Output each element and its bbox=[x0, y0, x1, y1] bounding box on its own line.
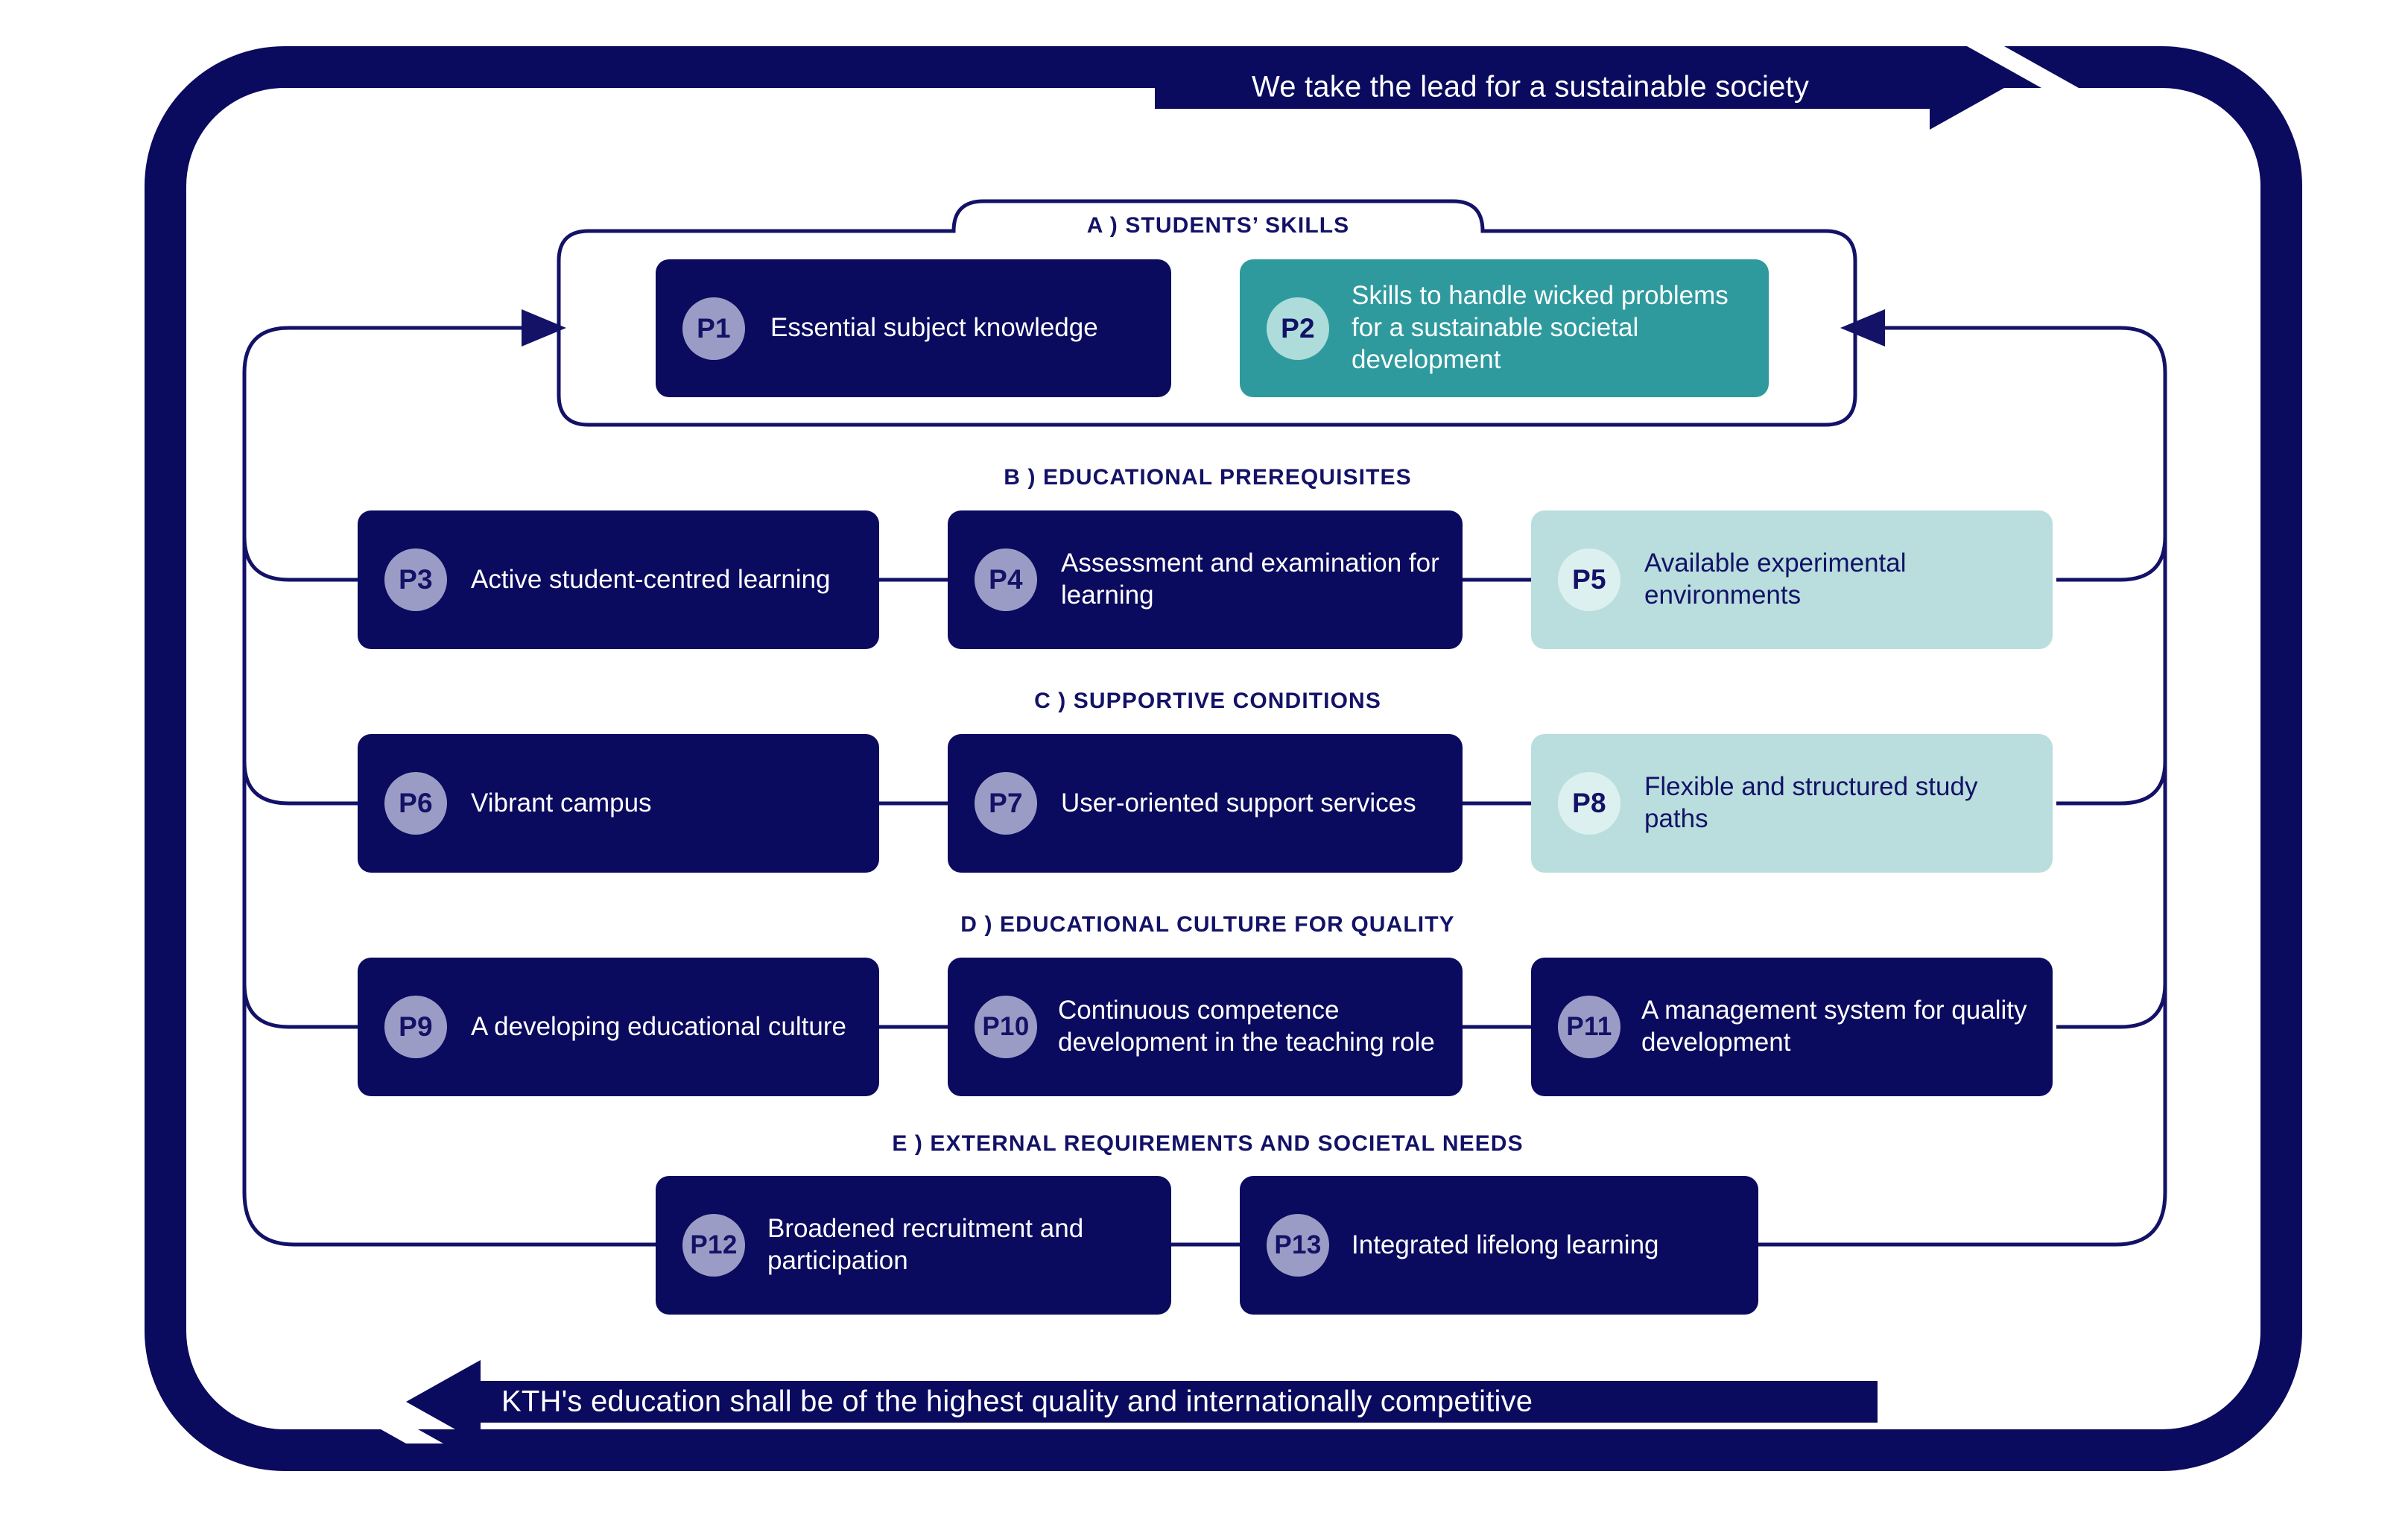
right-flow-arrowhead bbox=[1840, 309, 1885, 347]
badge-p13: P13 bbox=[1267, 1214, 1329, 1277]
card-p5[interactable]: P5 Available experimental environments bbox=[1531, 510, 2053, 649]
badge-p4: P4 bbox=[975, 548, 1037, 611]
badge-p5: P5 bbox=[1558, 548, 1620, 611]
section-heading-a: A ) STUDENTS’ SKILLS bbox=[1086, 213, 1350, 238]
badge-p9: P9 bbox=[384, 996, 447, 1058]
card-p11[interactable]: P11 A management system for quality deve… bbox=[1531, 958, 2053, 1096]
card-p8[interactable]: P8 Flexible and structured study paths bbox=[1531, 734, 2053, 873]
card-label-p8: Flexible and structured study paths bbox=[1644, 772, 1978, 833]
card-p2[interactable]: P2 Skills to handle wicked problems for … bbox=[1240, 259, 1769, 397]
card-p7[interactable]: P7 User-oriented support services bbox=[948, 734, 1463, 873]
section-heading-e: E ) EXTERNAL REQUIREMENTS AND SOCIETAL N… bbox=[892, 1131, 1524, 1156]
card-label-p11: A management system for quality developm… bbox=[1641, 996, 2027, 1057]
card-p1[interactable]: P1 Essential subject knowledge bbox=[656, 259, 1171, 397]
card-label-p10: Continuous competence development in the… bbox=[1058, 996, 1435, 1057]
badge-p3: P3 bbox=[384, 548, 447, 611]
card-p12[interactable]: P12 Broadened recruitment and participat… bbox=[656, 1176, 1171, 1315]
badge-p10: P10 bbox=[975, 996, 1037, 1058]
card-label-p3: Active student-centred learning bbox=[471, 564, 831, 594]
card-p3[interactable]: P3 Active student-centred learning bbox=[358, 510, 879, 649]
card-label-p13: Integrated lifelong learning bbox=[1352, 1230, 1659, 1259]
card-label-p2: Skills to handle wicked problems for a s… bbox=[1352, 281, 1729, 374]
left-flow-arrowhead bbox=[522, 309, 566, 347]
badge-p7: P7 bbox=[975, 772, 1037, 835]
card-label-p5: Available experimental environments bbox=[1644, 548, 1907, 610]
card-p6[interactable]: P6 Vibrant campus bbox=[358, 734, 879, 873]
top-banner-label: We take the lead for a sustainable socie… bbox=[1252, 70, 1810, 104]
badge-p2: P2 bbox=[1267, 297, 1329, 360]
card-label-p6: Vibrant campus bbox=[471, 788, 652, 818]
card-p9[interactable]: P9 A developing educational culture bbox=[358, 958, 879, 1096]
card-p4[interactable]: P4 Assessment and examination for learni… bbox=[948, 510, 1463, 649]
section-heading-c: C ) SUPPORTIVE CONDITIONS bbox=[1034, 689, 1381, 713]
section-heading-d: D ) EDUCATIONAL CULTURE FOR QUALITY bbox=[960, 912, 1455, 937]
card-p10[interactable]: P10 Continuous competence development in… bbox=[948, 958, 1463, 1096]
card-label-p9: A developing educational culture bbox=[471, 1011, 846, 1041]
card-label-p1: Essential subject knowledge bbox=[770, 313, 1098, 343]
card-label-p4: Assessment and examination for learning bbox=[1061, 548, 1439, 610]
badge-p1: P1 bbox=[682, 297, 745, 360]
card-label-p7: User-oriented support services bbox=[1061, 788, 1416, 818]
card-p13[interactable]: P13 Integrated lifelong learning bbox=[1240, 1176, 1758, 1315]
badge-p8: P8 bbox=[1558, 772, 1620, 835]
badge-p12: P12 bbox=[682, 1214, 745, 1277]
card-label-p12: Broadened recruitment and participation bbox=[767, 1214, 1084, 1275]
section-heading-b: B ) EDUCATIONAL PREREQUISITES bbox=[1004, 465, 1412, 490]
bottom-banner-label: KTH's education shall be of the highest … bbox=[501, 1385, 1533, 1418]
badge-p6: P6 bbox=[384, 772, 447, 835]
badge-p11: P11 bbox=[1558, 996, 1620, 1058]
